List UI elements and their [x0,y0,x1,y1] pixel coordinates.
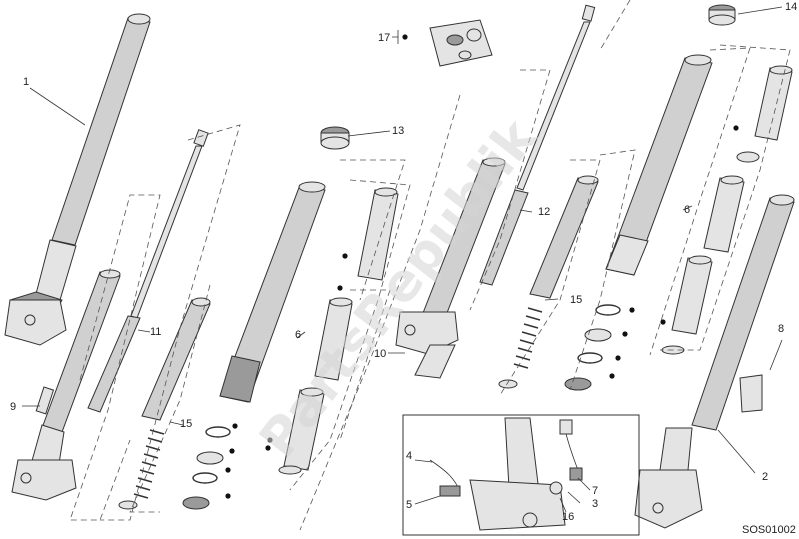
label-2: 2 [762,471,768,483]
fork-inner-tube-part-6-right [605,54,713,276]
part-17-kit [429,19,493,67]
label-3: 3 [592,498,598,510]
damper-rod-part-11 [87,129,209,413]
sensor-detail-inset [402,414,640,536]
label-6-left: 6 [295,329,301,341]
fork-slider-part-10 [395,157,506,379]
protector-part-8 [739,374,763,413]
fork-spring-left [118,429,165,510]
label-12: 12 [538,206,550,218]
fork-outer-tube-part-1 [4,13,151,346]
label-16: 16 [562,511,574,523]
label-7: 7 [592,485,598,497]
fork-outer-tube-part-2 [634,194,795,529]
label-13: 13 [392,125,404,137]
diagram-code: SOS01002 [742,524,796,536]
fork-cap-part-14 [708,4,736,26]
leader-lines [22,6,783,513]
label-14: 14 [785,1,797,13]
label-9: 9 [10,401,16,413]
label-10: 10 [374,348,386,360]
label-15-left: 15 [180,418,192,430]
label-15-right: 15 [570,294,582,306]
spacer-tubes-right [661,65,793,355]
label-6-right: 6 [684,204,690,216]
fork-inner-tube-part-6-left [219,181,326,403]
part-labels: 1 2 3 4 5 6 6 7 8 9 10 11 12 13 14 15 15… [10,1,797,523]
label-4: 4 [406,450,412,462]
cartridge-tube-part-15-left [141,297,211,421]
fork-spring-right [498,307,543,389]
damper-rod-part-12 [479,4,596,286]
fork-slider-part-9 [11,269,121,501]
reference-dots [225,34,739,499]
fork-cap-part-13 [320,126,350,150]
label-8: 8 [778,323,784,335]
label-5: 5 [406,499,412,511]
seals-and-rings-left [182,426,231,510]
label-1: 1 [23,76,29,88]
label-17: 17 [378,32,390,44]
label-11: 11 [150,326,161,338]
assembly-guide-lines [69,0,791,531]
seals-and-rings-right [564,304,621,391]
cartridge-tube-part-15-right [529,175,599,299]
